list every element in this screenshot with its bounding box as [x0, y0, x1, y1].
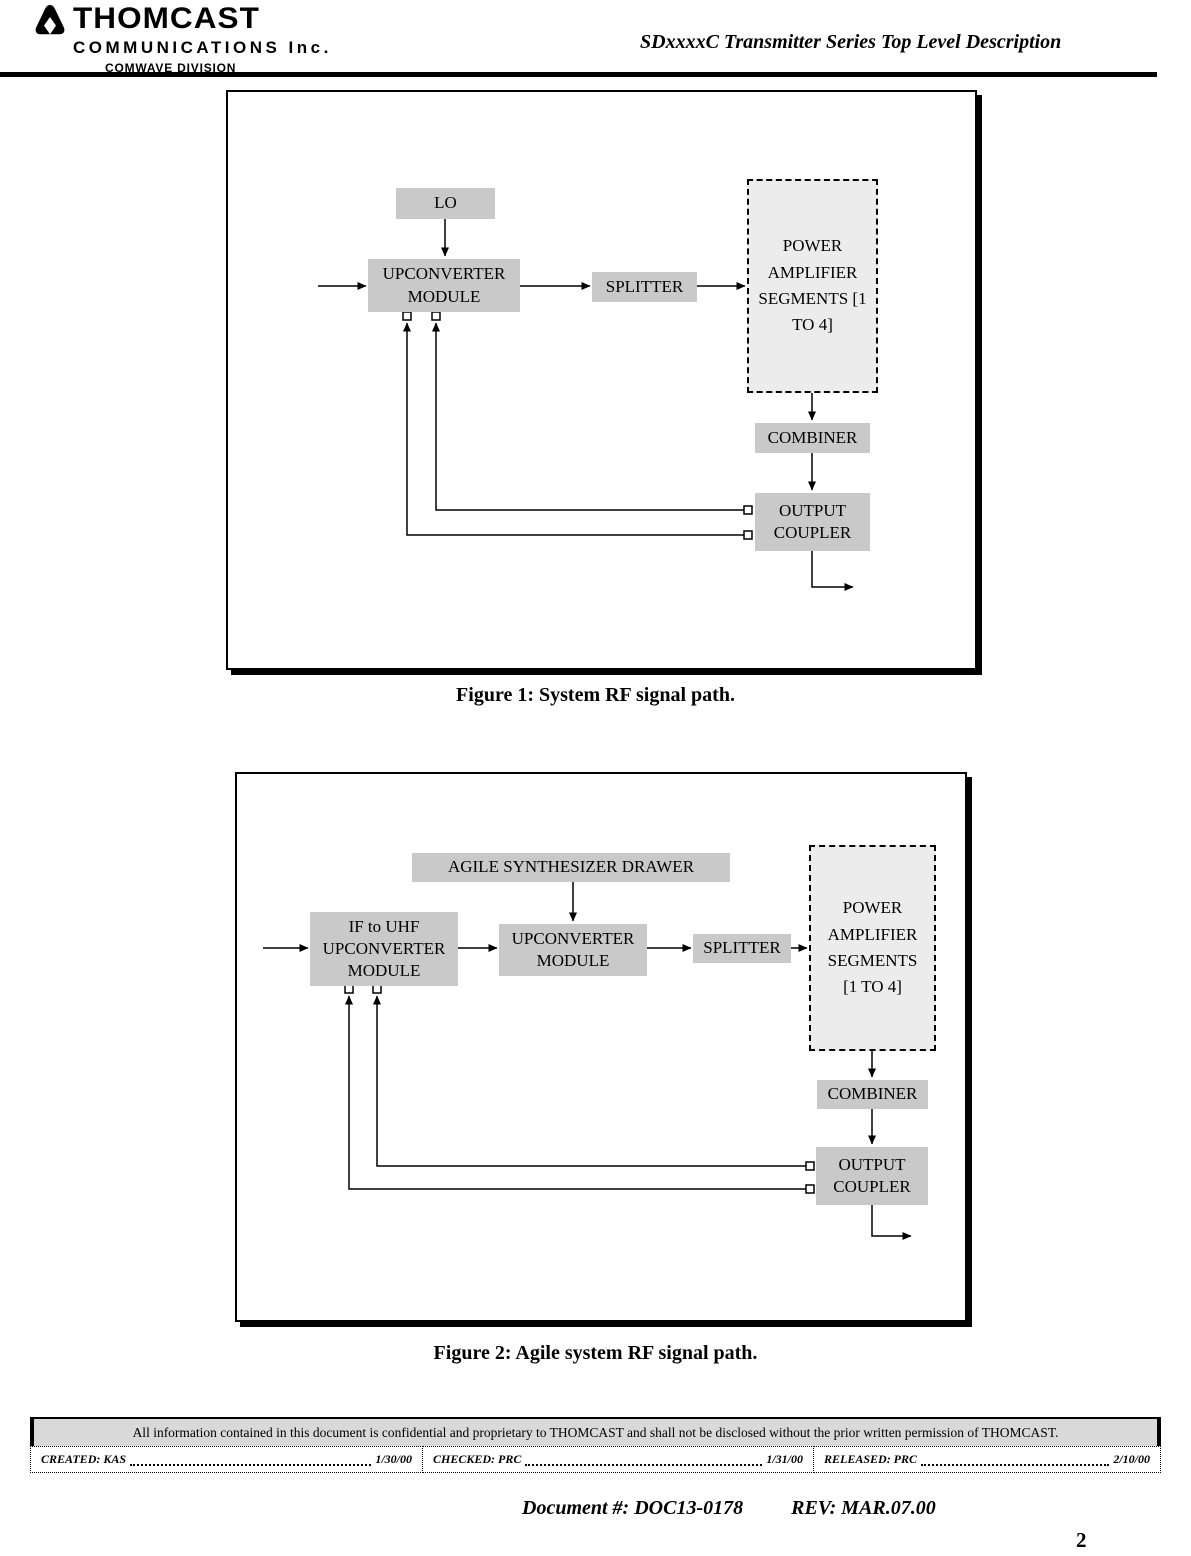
page-number: 2 — [1076, 1528, 1087, 1552]
fig1-splitter-box: SPLITTER — [592, 272, 697, 302]
revision: REV: MAR.07.00 — [791, 1497, 936, 1519]
fig2-feedback-line-1 — [373, 995, 810, 1167]
fig2-agile-synthesizer-box: AGILE SYNTHESIZER DRAWER — [412, 853, 730, 882]
fig1-upc-port-1 — [402, 311, 412, 321]
thomcast-logo-icon — [35, 5, 65, 35]
figure2-connections — [263, 882, 912, 1240]
company-logo: THOMCAST COMMUNICATIONS Inc. COMWAVE DIV… — [35, 4, 332, 75]
checked-cell: CHECKED: PRC 1/31/00 — [423, 1446, 814, 1473]
fig2-output-arrow — [871, 1205, 912, 1240]
fig1-output-arrow — [811, 551, 854, 591]
figure2-caption: Figure 2: Agile system RF signal path. — [433, 1342, 758, 1364]
fig2-if-to-uhf-upconverter-box: IF to UHF UPCONVERTER MODULE — [310, 912, 458, 986]
fig2-feedback-line-2 — [345, 995, 810, 1190]
header-rule — [0, 72, 1157, 77]
created-cell: CREATED: KAS 1/30/00 — [30, 1446, 423, 1473]
dot-leader — [525, 1459, 763, 1466]
fig1-upconverter-box: UPCONVERTER MODULE — [368, 259, 520, 312]
released-cell: RELEASED: PRC 2/10/00 — [814, 1446, 1161, 1473]
fig2-output-coupler-box: OUTPUT COUPLER — [816, 1147, 928, 1205]
document-number: Document #: DOC13-0178 — [522, 1497, 744, 1519]
fig2-combiner-box: COMBINER — [817, 1080, 928, 1109]
fig2-ifupc-port-2 — [372, 984, 382, 994]
fig1-power-amplifier-box: POWER AMPLIFIER SEGMENTS [1 TO 4] — [747, 179, 878, 393]
dot-leader — [130, 1459, 372, 1466]
document-title: SDxxxxC Transmitter Series Top Level Des… — [640, 31, 1062, 53]
fig2-ifupc-port-1 — [344, 984, 354, 994]
fig2-splitter-box: SPLITTER — [693, 934, 791, 963]
fig1-output-coupler-box: OUTPUT COUPLER — [755, 493, 870, 551]
logo-division: COMWAVE DIVISION — [105, 61, 237, 75]
released-label: RELEASED: PRC — [824, 1452, 918, 1466]
checked-label: CHECKED: PRC — [433, 1452, 522, 1466]
figure1-caption: Figure 1: System RF signal path. — [456, 684, 735, 706]
figure2-diagram: AGILE SYNTHESIZER DRAWER IF to UHF UPCON… — [235, 772, 967, 1322]
checked-date: 1/31/00 — [766, 1452, 803, 1466]
dot-leader — [921, 1459, 1110, 1466]
fig1-feedback-line-2 — [403, 322, 748, 536]
created-date: 1/30/00 — [375, 1452, 412, 1466]
figure1-diagram: LO UPCONVERTER MODULE SPLITTER POWER AMP… — [226, 90, 977, 670]
fig2-power-amplifier-box: POWER AMPLIFIER SEGMENTS [1 TO 4] — [809, 845, 936, 1051]
logo-company-subtitle: COMMUNICATIONS Inc. — [73, 38, 332, 57]
created-label: CREATED: KAS — [41, 1452, 127, 1466]
signature-row: CREATED: KAS 1/30/00 CHECKED: PRC 1/31/0… — [30, 1446, 1161, 1473]
fig2-coupler-port-1 — [805, 1161, 815, 1171]
document-id-line: Document #: DOC13-0178 REV: MAR.07.00 — [522, 1497, 936, 1520]
fig1-feedback-line-1 — [432, 322, 748, 511]
fig1-lo-box: LO — [396, 188, 495, 219]
fig1-combiner-box: COMBINER — [755, 423, 870, 453]
fig1-coupler-port-2 — [743, 530, 753, 540]
fig1-coupler-port-1 — [743, 505, 753, 515]
fig1-upc-port-2 — [431, 311, 441, 321]
logo-company-name: THOMCAST — [73, 2, 260, 35]
fig2-coupler-port-2 — [805, 1184, 815, 1194]
figure1-connections — [318, 219, 854, 591]
confidentiality-notice: All information contained in this docume… — [30, 1417, 1161, 1446]
fig2-upconverter-box: UPCONVERTER MODULE — [499, 924, 647, 976]
released-date: 2/10/00 — [1113, 1452, 1150, 1466]
